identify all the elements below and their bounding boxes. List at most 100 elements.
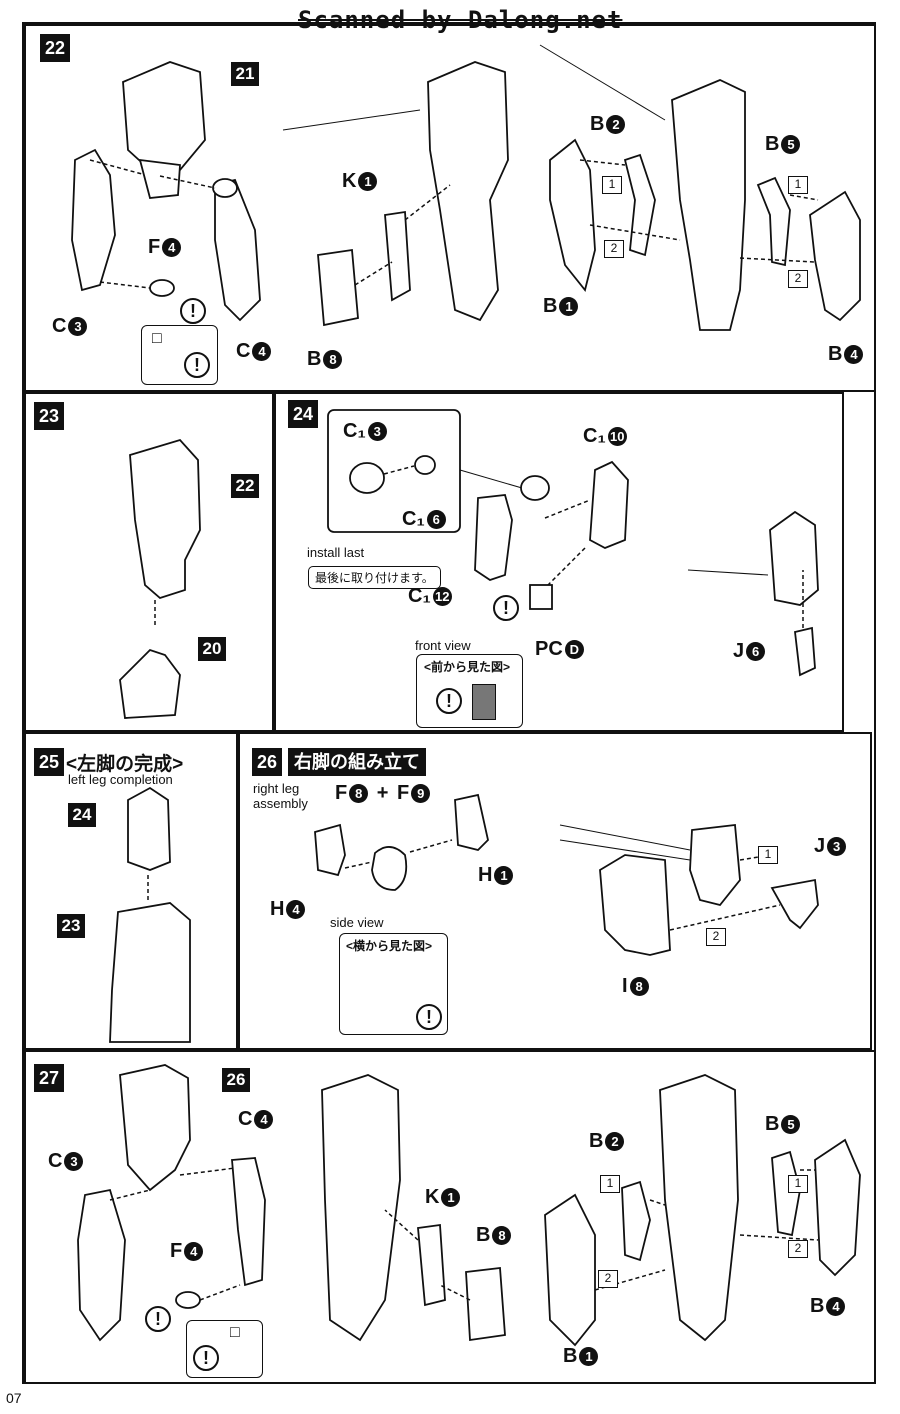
order-marker: 1 (600, 1175, 620, 1193)
joint-assembly (520, 475, 550, 501)
install-last-caption: install last (307, 545, 365, 560)
order-marker: 1 (788, 1175, 808, 1193)
step-reference-badge: 24 (68, 803, 96, 827)
step-number: 26 (252, 748, 282, 776)
b5-part (771, 1150, 801, 1237)
order-marker: 2 (598, 1270, 618, 1288)
joint-assembly (689, 823, 741, 907)
front-view-caption: front view (415, 638, 471, 653)
thigh-frame-part (71, 148, 116, 292)
b5-part (756, 176, 791, 267)
step-title: 右脚の組み立て (288, 748, 426, 776)
caution-icon: ! (493, 595, 519, 621)
armor-left-part (544, 1193, 596, 1347)
step-number: 22 (40, 34, 70, 62)
leg-upper-part (119, 1064, 191, 1192)
caution-icon: ! (145, 1306, 171, 1332)
foot-part (119, 648, 181, 719)
order-marker: 2 (706, 928, 726, 946)
caution-icon: ! (180, 298, 206, 324)
left-leg-assembly (109, 902, 191, 1043)
order-marker: 2 (604, 240, 624, 258)
side-view-caption: side view (330, 915, 384, 930)
order-marker: 2 (788, 270, 808, 288)
step-number: 23 (34, 402, 64, 430)
b2-part (623, 153, 656, 257)
step-reference-badge: 22 (231, 474, 259, 498)
order-marker: 1 (788, 176, 808, 194)
thigh-frame-part (231, 1157, 266, 1287)
step-reference-badge: 20 (198, 637, 226, 661)
order-marker: 1 (758, 846, 778, 864)
step-27-panel (24, 1050, 876, 1384)
caution-icon: ! (416, 1004, 442, 1030)
c1-6-part (414, 455, 436, 475)
order-marker: 1 (602, 176, 622, 194)
b8-part (465, 1266, 506, 1342)
install-last-note: 最後に取り付けます。 (308, 566, 441, 589)
leg-joint-part (138, 158, 181, 199)
k-part (384, 210, 411, 302)
step-title-english: left leg completion (68, 772, 173, 787)
c1-12-part (474, 494, 513, 581)
f8-f9-part (371, 846, 408, 891)
h4-part (314, 823, 346, 877)
leg-armor-assembly (127, 786, 171, 871)
caution-icon: ! (193, 1345, 219, 1371)
armor-part (769, 510, 819, 606)
leg-upper-assembly (129, 438, 201, 600)
front-view-detail-box (416, 654, 523, 728)
step-reference-badge: 21 (231, 62, 259, 86)
step-reference-badge: 23 (57, 914, 85, 938)
leg-assembly-part (427, 61, 509, 322)
i8-part (599, 854, 671, 956)
step-title-english: right leg (253, 781, 300, 796)
step-number: 25 (34, 748, 64, 776)
watermark: Scanned by Dalong.net (298, 6, 623, 34)
caution-icon: ! (436, 688, 462, 714)
armor-right-part (814, 1138, 861, 1277)
step-number: 24 (288, 400, 318, 428)
step-number: 27 (34, 1064, 64, 1092)
step-25-panel (24, 732, 238, 1050)
square-icon: □ (230, 1324, 240, 1341)
j3-part (770, 878, 819, 930)
side-view-label: <横から見た図> (346, 939, 433, 953)
h1-part (454, 793, 489, 851)
step-23-panel (24, 392, 274, 732)
c1-3-part (349, 462, 385, 494)
step-26-panel (238, 732, 872, 1050)
leg-upper-part (122, 61, 206, 171)
step-22-panel (24, 24, 876, 392)
step-title-english: assembly (253, 796, 308, 811)
armor-right-part (809, 190, 861, 322)
step-24-panel (274, 392, 844, 732)
caution-icon: ! (184, 352, 210, 378)
armor-left-part (549, 138, 596, 292)
square-icon: □ (152, 330, 162, 347)
k-part (417, 1223, 446, 1307)
page-number: 07 (6, 1390, 22, 1406)
